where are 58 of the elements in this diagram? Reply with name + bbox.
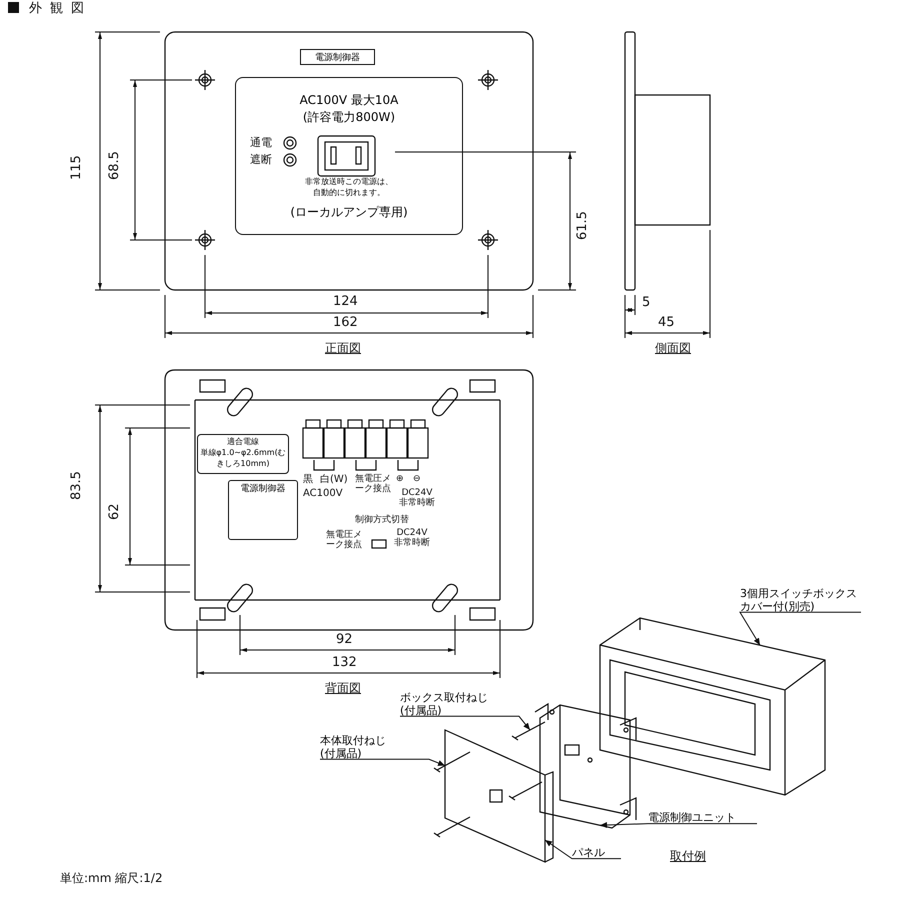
leader-line	[739, 612, 862, 646]
callout-text: (付属品)	[400, 704, 443, 718]
dimension-value: 61.5	[576, 211, 591, 240]
leader-line	[600, 822, 758, 828]
terminal-label: 黒	[303, 474, 313, 486]
plate-text: 非常放送時この電源は、自動的に切れます。	[304, 176, 394, 198]
view-caption: 背面図	[325, 682, 361, 696]
callout-text: パネル	[572, 847, 606, 860]
title: 外観図	[29, 1, 92, 16]
switch-label: DC24V非常時断	[393, 528, 431, 549]
screw-drawing	[508, 721, 546, 801]
scale-note: 単位:mm 縮尺:1/2	[60, 872, 163, 886]
label-plate	[228, 480, 298, 540]
callout-text: 本体取付ねじ	[320, 735, 387, 748]
plate-text: 適合電線	[226, 436, 260, 447]
label-plate	[300, 49, 375, 65]
control-unit-drawing	[534, 702, 637, 829]
view-caption: 正面図	[325, 342, 361, 356]
indicator-label: 遮断	[250, 154, 272, 167]
leader-line	[544, 840, 622, 860]
plate-text: 単線φ1.0~φ2.6mm(むきしろ10mm)	[199, 447, 287, 469]
callout-text: (付属品)	[320, 748, 363, 760]
terminal-label: ⊕	[396, 474, 404, 484]
screw-drawing	[433, 751, 471, 838]
terminal-label: DC24V非常時断	[398, 488, 436, 509]
view-caption: 側面図	[655, 342, 691, 356]
dimension-value: 5	[642, 296, 650, 311]
dimension-value: 115	[70, 155, 85, 180]
dimension-value: 124	[333, 295, 358, 310]
callout-text: 電源制御ユニット	[648, 812, 737, 825]
switch-label: 制御方式切替	[355, 515, 409, 526]
dimension-value: 62	[108, 503, 123, 520]
callout-text: 3個用スイッチボックスカバー付(別売)	[740, 588, 858, 614]
dimension-value: 68.5	[108, 151, 123, 180]
terminal-label: ⊖	[413, 474, 421, 484]
switch-label: 無電圧メーク接点	[325, 530, 363, 551]
switch-box-drawing	[599, 617, 826, 796]
leader-line	[320, 758, 446, 766]
dimension-value: 83.5	[70, 471, 85, 500]
panel-drawing	[444, 729, 554, 863]
outlet-window	[235, 77, 463, 235]
dimension-value: 132	[332, 656, 357, 671]
plate-text: AC100V 最大10A	[298, 92, 400, 109]
label-plate	[197, 434, 289, 474]
terminal-label: 白(W)	[320, 474, 348, 486]
plate-text: (ローカルアンプ専用)	[289, 204, 409, 221]
dimension-value: 92	[336, 633, 353, 648]
plate-text: 電源制御器	[240, 482, 286, 495]
terminal-label: 無電圧メーク接点	[354, 474, 392, 495]
view-caption: 取付例	[670, 850, 706, 864]
dimension-value: 162	[333, 316, 358, 331]
plate-text: 電源制御器	[314, 52, 361, 64]
terminal-label: AC100V	[303, 488, 343, 500]
dimension-value: 45	[658, 316, 675, 331]
leader-line	[400, 716, 530, 730]
callout-text: ボックス取付ねじ	[400, 692, 489, 705]
plate-text: (許容電力800W)	[302, 109, 396, 126]
indicator-label: 通電	[250, 137, 272, 150]
